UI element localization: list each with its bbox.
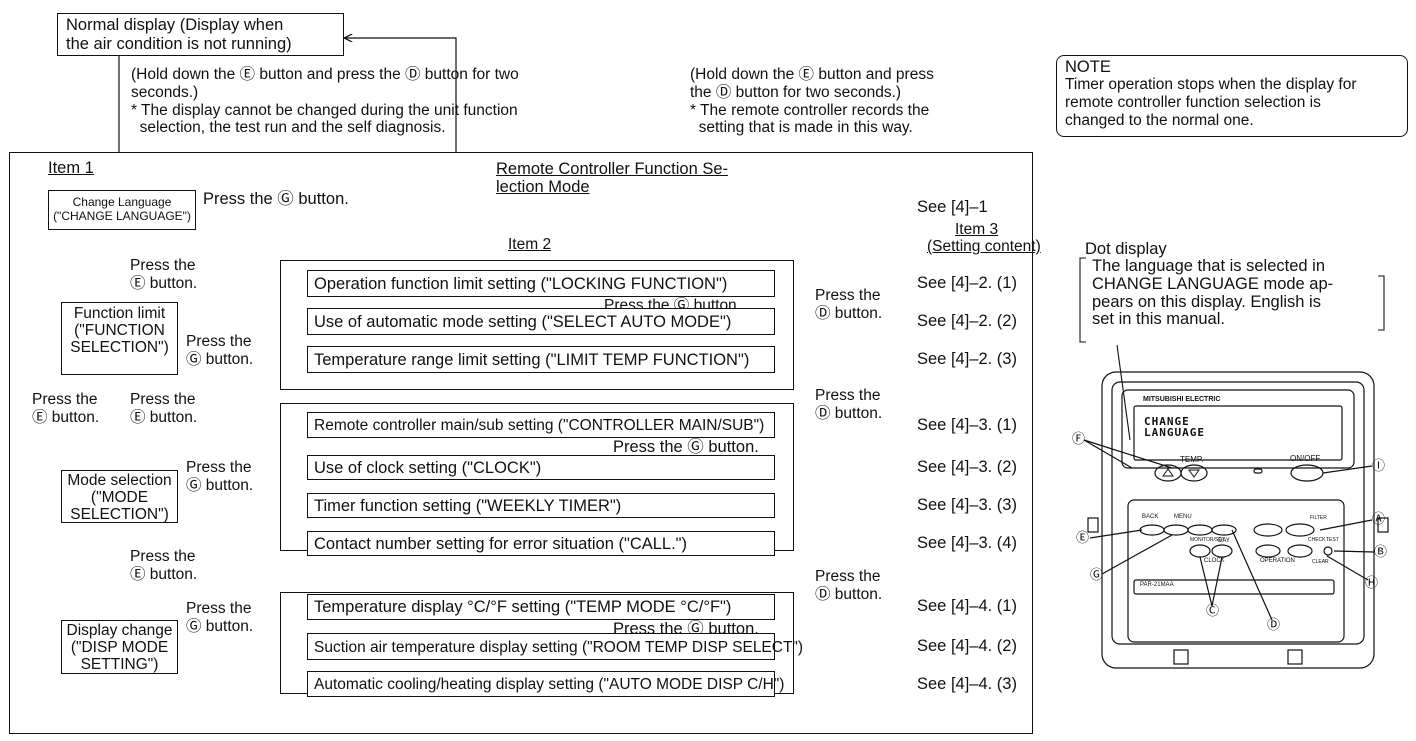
press-g-group3: Press the Ⓖ button. bbox=[613, 438, 759, 456]
change-language-label: Change Language ("CHANGE LANGUAGE") bbox=[53, 195, 191, 223]
remote-model-label: PAR-21MAA bbox=[1140, 582, 1174, 588]
controller-main-sub-label: Remote controller main/sub setting ("CON… bbox=[314, 417, 765, 434]
remote-test-label: TEST bbox=[1326, 537, 1339, 543]
press-e-3: Press the Ⓔ button. bbox=[130, 548, 198, 583]
clock-label: Use of clock setting ("CLOCK") bbox=[314, 459, 542, 477]
see-4-2-3: See [4]–2. (3) bbox=[917, 350, 1017, 368]
change-language-box: Change Language ("CHANGE LANGUAGE") bbox=[48, 190, 196, 230]
weekly-timer-label: Timer function setting ("WEEKLY TIMER") bbox=[314, 497, 622, 515]
remote-operation-label: OPERATION bbox=[1260, 558, 1295, 564]
remote-temp-label: TEMP. bbox=[1180, 455, 1204, 464]
callout-h: Ⓗ bbox=[1365, 575, 1379, 590]
display-change-box: Display change ("DISP MODE SETTING") bbox=[61, 620, 178, 674]
remote-screen-text: CHANGE LANGUAGE bbox=[1144, 415, 1205, 439]
see-4-3-1: See [4]–3. (1) bbox=[917, 416, 1017, 434]
press-e-2: Press the Ⓔ button. bbox=[130, 391, 198, 426]
remote-clock-label: CLOCK bbox=[1204, 558, 1225, 564]
item2-heading: Item 2 bbox=[508, 236, 552, 253]
room-temp-disp-label: Suction air temperature display setting … bbox=[314, 639, 804, 656]
see-4-3-4: See [4]–3. (4) bbox=[917, 534, 1017, 552]
normal-display-box: Normal display (Display when the air con… bbox=[57, 13, 344, 56]
call-label: Contact number setting for error situati… bbox=[314, 535, 688, 553]
remote-monitor-label: MONITOR/SET bbox=[1190, 537, 1225, 543]
remote-controller: MITSUBISHI ELECTRIC CHANGE LANGUAGE TEMP… bbox=[1072, 370, 1404, 672]
callout-e: Ⓔ bbox=[1076, 530, 1090, 545]
weekly-timer-box: Timer function setting ("WEEKLY TIMER") bbox=[307, 493, 775, 518]
callout-f: Ⓕ bbox=[1072, 431, 1086, 446]
dot-display-title: Dot display bbox=[1085, 240, 1167, 258]
note-box: NOTE Timer operation stops when the disp… bbox=[1056, 55, 1408, 137]
note-heading: NOTE bbox=[1065, 58, 1111, 76]
remote-check-label: CHECK bbox=[1308, 537, 1326, 543]
see-4-4-2: See [4]–4. (2) bbox=[917, 637, 1017, 655]
note-body: Timer operation stops when the display f… bbox=[1065, 76, 1357, 129]
remote-menu-label: MENU bbox=[1174, 514, 1192, 520]
callout-c: Ⓒ bbox=[1206, 603, 1220, 618]
dot-display-body: The language that is selected in CHANGE … bbox=[1092, 257, 1334, 329]
press-d-group2: Press the Ⓓ button. bbox=[815, 287, 883, 322]
callout-b: Ⓑ bbox=[1374, 544, 1388, 559]
remote-filter-label: FILTER bbox=[1310, 515, 1327, 521]
limit-temp-label: Temperature range limit setting ("LIMIT … bbox=[314, 351, 750, 369]
auto-mode-disp-label: Automatic cooling/heating display settin… bbox=[314, 676, 785, 693]
item1-heading: Item 1 bbox=[48, 159, 94, 177]
function-limit-label: Function limit ("FUNCTION SELECTION") bbox=[70, 305, 169, 357]
see-4-2-2: See [4]–2. (2) bbox=[917, 312, 1017, 330]
item3-subheading: (Setting content) bbox=[927, 238, 1041, 255]
see-4-1: See [4]–1 bbox=[917, 198, 988, 216]
remote-back-label: BACK bbox=[1142, 514, 1159, 520]
callout-d: Ⓓ bbox=[1267, 617, 1281, 632]
press-d-group3: Press the Ⓓ button. bbox=[815, 387, 883, 422]
auto-mode-disp-box: Automatic cooling/heating display settin… bbox=[307, 671, 784, 697]
limit-temp-box: Temperature range limit setting ("LIMIT … bbox=[307, 346, 775, 373]
clock-box: Use of clock setting ("CLOCK") bbox=[307, 455, 775, 480]
callout-i: Ⓘ bbox=[1372, 458, 1386, 473]
press-g-change-lang: Press the Ⓖ button. bbox=[203, 190, 349, 208]
press-e-loop: Press the Ⓔ button. bbox=[32, 391, 100, 426]
remote-drawing bbox=[1083, 371, 1389, 669]
temp-mode-label: Temperature display °C/°F setting ("TEMP… bbox=[314, 598, 732, 616]
normal-display-label: Normal display (Display when the air con… bbox=[66, 16, 292, 53]
remote-day-label: DAY bbox=[1218, 538, 1230, 544]
locking-function-box: Operation function limit setting ("LOCKI… bbox=[307, 270, 775, 297]
hold-note-left: (Hold down the Ⓔ button and press the Ⓓ … bbox=[131, 66, 519, 137]
function-limit-box: Function limit ("FUNCTION SELECTION") bbox=[61, 302, 178, 375]
mode-selection-label: Mode selection ("MODE SELECTION") bbox=[67, 472, 172, 524]
auto-mode-label: Use of automatic mode setting ("SELECT A… bbox=[314, 313, 732, 331]
auto-mode-box: Use of automatic mode setting ("SELECT A… bbox=[307, 308, 775, 335]
mode-title-line1: Remote Controller Function Se- bbox=[496, 160, 729, 178]
call-box: Contact number setting for error situati… bbox=[307, 531, 775, 556]
press-e-1: Press the Ⓔ button. bbox=[130, 257, 198, 292]
item3-heading: Item 3 bbox=[955, 221, 999, 238]
display-change-label: Display change ("DISP MODE SETTING") bbox=[66, 622, 173, 674]
room-temp-disp-box: Suction air temperature display setting … bbox=[307, 633, 803, 660]
remote-onoff-label: ON/OFF bbox=[1290, 454, 1321, 463]
press-g-function: Press the Ⓖ button. bbox=[186, 333, 254, 368]
callout-a: Ⓐ bbox=[1372, 511, 1386, 526]
see-4-2-1: See [4]–2. (1) bbox=[917, 274, 1017, 292]
press-g-mode: Press the Ⓖ button. bbox=[186, 459, 254, 494]
press-d-group4: Press the Ⓓ button. bbox=[815, 568, 883, 603]
controller-main-sub-box: Remote controller main/sub setting ("CON… bbox=[307, 412, 775, 438]
press-g-display: Press the Ⓖ button. bbox=[186, 600, 254, 635]
see-4-4-1: See [4]–4. (1) bbox=[917, 597, 1017, 615]
locking-function-label: Operation function limit setting ("LOCKI… bbox=[314, 275, 728, 293]
hold-note-right: (Hold down the Ⓔ button and press the Ⓓ … bbox=[690, 66, 934, 137]
see-4-4-3: See [4]–4. (3) bbox=[917, 675, 1017, 693]
temp-mode-box: Temperature display °C/°F setting ("TEMP… bbox=[307, 594, 775, 620]
mode-selection-box: Mode selection ("MODE SELECTION") bbox=[61, 470, 178, 523]
see-4-3-2: See [4]–3. (2) bbox=[917, 458, 1017, 476]
callout-g: Ⓖ bbox=[1090, 567, 1104, 582]
mode-title-line2: lection Mode bbox=[496, 178, 590, 196]
see-4-3-3: See [4]–3. (3) bbox=[917, 496, 1017, 514]
remote-clear-label: CLEAR bbox=[1312, 559, 1329, 565]
remote-brand: MITSUBISHI ELECTRIC bbox=[1143, 396, 1221, 403]
